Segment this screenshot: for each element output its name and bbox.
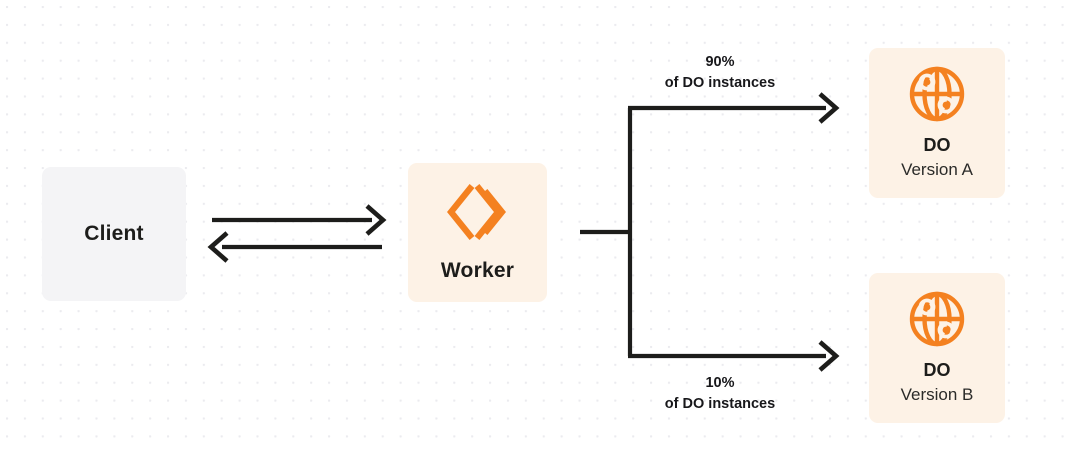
node-client: Client bbox=[42, 167, 186, 301]
edge-label-do-b-percent: 10% bbox=[705, 375, 735, 391]
cloudflare-workers-icon bbox=[446, 183, 509, 241]
node-worker: Worker bbox=[408, 163, 547, 302]
edge-label-do-b-description: of DO instances bbox=[664, 396, 776, 413]
edge-worker-to-client bbox=[207, 231, 382, 263]
node-client-label: Client bbox=[84, 222, 144, 246]
globe-icon bbox=[908, 290, 966, 348]
node-worker-label: Worker bbox=[440, 258, 515, 282]
node-do-b-sublabel: Version B bbox=[900, 385, 974, 405]
edge-label-do-a-description: of DO instances bbox=[664, 75, 776, 92]
edge-worker-split-bus bbox=[580, 108, 633, 356]
node-do-version-a: DO Version A bbox=[869, 48, 1005, 198]
node-do-a-label: DO bbox=[923, 135, 951, 156]
edge-worker-to-do-b bbox=[628, 340, 840, 372]
node-do-b-label: DO bbox=[923, 360, 951, 381]
node-do-version-b: DO Version B bbox=[869, 273, 1005, 423]
node-do-a-sublabel: Version A bbox=[901, 160, 973, 180]
edge-label-do-a-percent: 90% bbox=[705, 54, 735, 70]
edge-label-do-b: 10% of DO instances bbox=[630, 373, 810, 415]
edge-label-do-a: 90% of DO instances bbox=[630, 52, 810, 94]
globe-icon bbox=[908, 65, 966, 123]
edge-worker-to-do-a bbox=[628, 92, 840, 124]
edge-client-to-worker bbox=[212, 204, 387, 236]
